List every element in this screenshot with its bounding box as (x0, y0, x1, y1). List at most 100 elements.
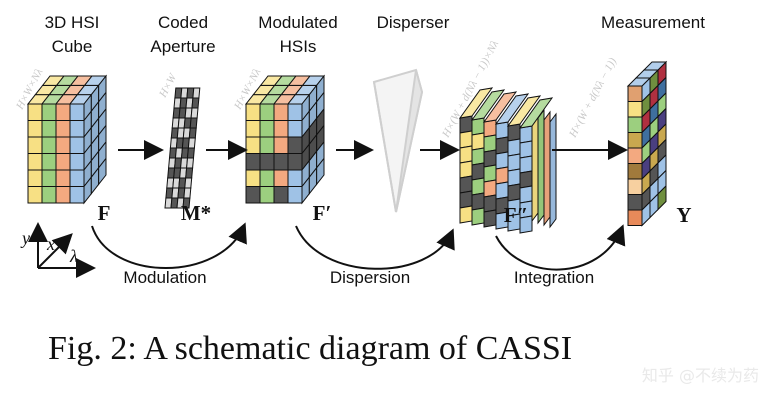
hsi-cube (26, 74, 108, 205)
cube-title-line2: Cube (52, 37, 93, 56)
cube-front-cell (55, 136, 71, 154)
dispersed-cell (519, 170, 533, 189)
cube-front-cell (27, 103, 43, 121)
dispersed-cell (471, 117, 485, 136)
measurement-image (626, 60, 668, 227)
aperture-title-line1: Coded (158, 13, 208, 32)
measurement-front-cell (627, 163, 643, 180)
dispersed-cell (483, 149, 497, 168)
cube-title-line1: 3D HSI (45, 13, 100, 32)
dispersed-cell (459, 160, 473, 179)
cube-front-cell (273, 186, 289, 204)
dispersed-cell (507, 138, 521, 157)
mask-cell (183, 187, 192, 199)
dispersed-cell (483, 134, 497, 153)
cube-front-cell (41, 136, 57, 154)
cube-front-cell (287, 186, 303, 204)
cube-front-cell (273, 169, 289, 187)
dispersed-top (458, 87, 494, 119)
dispersed-cell (483, 119, 497, 138)
mask-cell (186, 147, 195, 159)
cube-front-cell (259, 120, 275, 138)
cube-front-cell (245, 103, 261, 121)
cube-front-cell (27, 136, 43, 154)
measurement-front-cell (627, 132, 643, 149)
measurement-front-cell (627, 194, 643, 211)
dispersed-cell (459, 205, 473, 224)
dispersed-cell (495, 166, 509, 185)
cube-front-cell (273, 153, 289, 171)
aperture-title-line2: Aperture (150, 37, 215, 56)
cube-front-cell (27, 153, 43, 171)
dispersed-cell (495, 181, 509, 200)
dispersed-cell (495, 151, 509, 170)
cube-front-cell (55, 103, 71, 121)
axis-x-label: x (46, 234, 55, 254)
dispersion-label: Dispersion (330, 268, 410, 287)
cube-front-cell (27, 186, 43, 204)
cube-front-cell (259, 136, 275, 154)
cube-side-cell (98, 157, 107, 186)
mask-cell (192, 87, 201, 99)
dispersed-cell (459, 145, 473, 164)
symbol-M-star: M* (181, 201, 211, 225)
cube-front-cell (27, 169, 43, 187)
dispersed-top (482, 91, 518, 123)
dispersed-cell (507, 183, 521, 202)
measurement-front-cell (627, 147, 643, 164)
modulated-title-line1: Modulated (258, 13, 337, 32)
axis-lambda-label: λ (69, 246, 78, 266)
cube-front-cell (259, 153, 275, 171)
dispersed-cell (519, 185, 533, 204)
mask-cell (185, 167, 194, 179)
cube-front-cell (55, 120, 71, 138)
mask-cell (190, 107, 199, 119)
diagram-canvas: 3D HSI Cube Coded Aperture Modulated HSI… (14, 13, 706, 287)
dispersion-curve-arrow (295, 225, 455, 270)
dispersed-side (537, 108, 545, 225)
cube-front-cell (245, 120, 261, 138)
axes-indicator: y x λ (20, 222, 96, 278)
coded-aperture-mask (164, 87, 201, 209)
measurement-front-cell (627, 116, 643, 133)
dispersed-side (549, 112, 557, 229)
axis-y-label: y (20, 228, 30, 248)
disperser-title: Disperser (377, 13, 450, 32)
measurement-front-cell (627, 85, 643, 102)
cube-front-cell (287, 103, 303, 121)
cube-front-cell (259, 186, 275, 204)
dispersed-cell (483, 179, 497, 198)
dispersed-top (518, 97, 554, 129)
dispersed-top (494, 93, 530, 125)
cube-front-cell (245, 169, 261, 187)
cube-side-cell (316, 157, 325, 186)
dispersed-cell (483, 194, 497, 213)
dispersed-cell (483, 209, 497, 228)
cube-front-cell (259, 103, 275, 121)
mask-cell (186, 157, 195, 169)
cube-front-cell (69, 169, 85, 187)
cube-front-cell (41, 169, 57, 187)
cube-front-cell (41, 120, 57, 138)
cube-front-cell (69, 136, 85, 154)
dispersed-side (543, 110, 551, 227)
cube-front-cell (287, 153, 303, 171)
modulated-hsi-cube (244, 74, 326, 205)
cube-front-cell (273, 103, 289, 121)
cube-front-cell (273, 120, 289, 138)
integration-label: Integration (514, 268, 594, 287)
figure-caption: Fig. 2: A schematic diagram of CASSI (48, 330, 573, 367)
dispersed-cell (459, 130, 473, 149)
dispersed-cell (471, 147, 485, 166)
symbol-Y: Y (676, 203, 691, 227)
cube-front-cell (41, 186, 57, 204)
mask-cell (182, 197, 191, 209)
cube-front-cell (245, 136, 261, 154)
dispersed-cell (471, 162, 485, 181)
dispersed-cell (519, 215, 533, 234)
measurement-front-cell (627, 209, 643, 226)
watermark: 知乎 @不续为药 (641, 366, 759, 385)
measurement-front-cell (627, 101, 643, 118)
modulated-title-line2: HSIs (280, 37, 317, 56)
cube-front-cell (27, 120, 43, 138)
